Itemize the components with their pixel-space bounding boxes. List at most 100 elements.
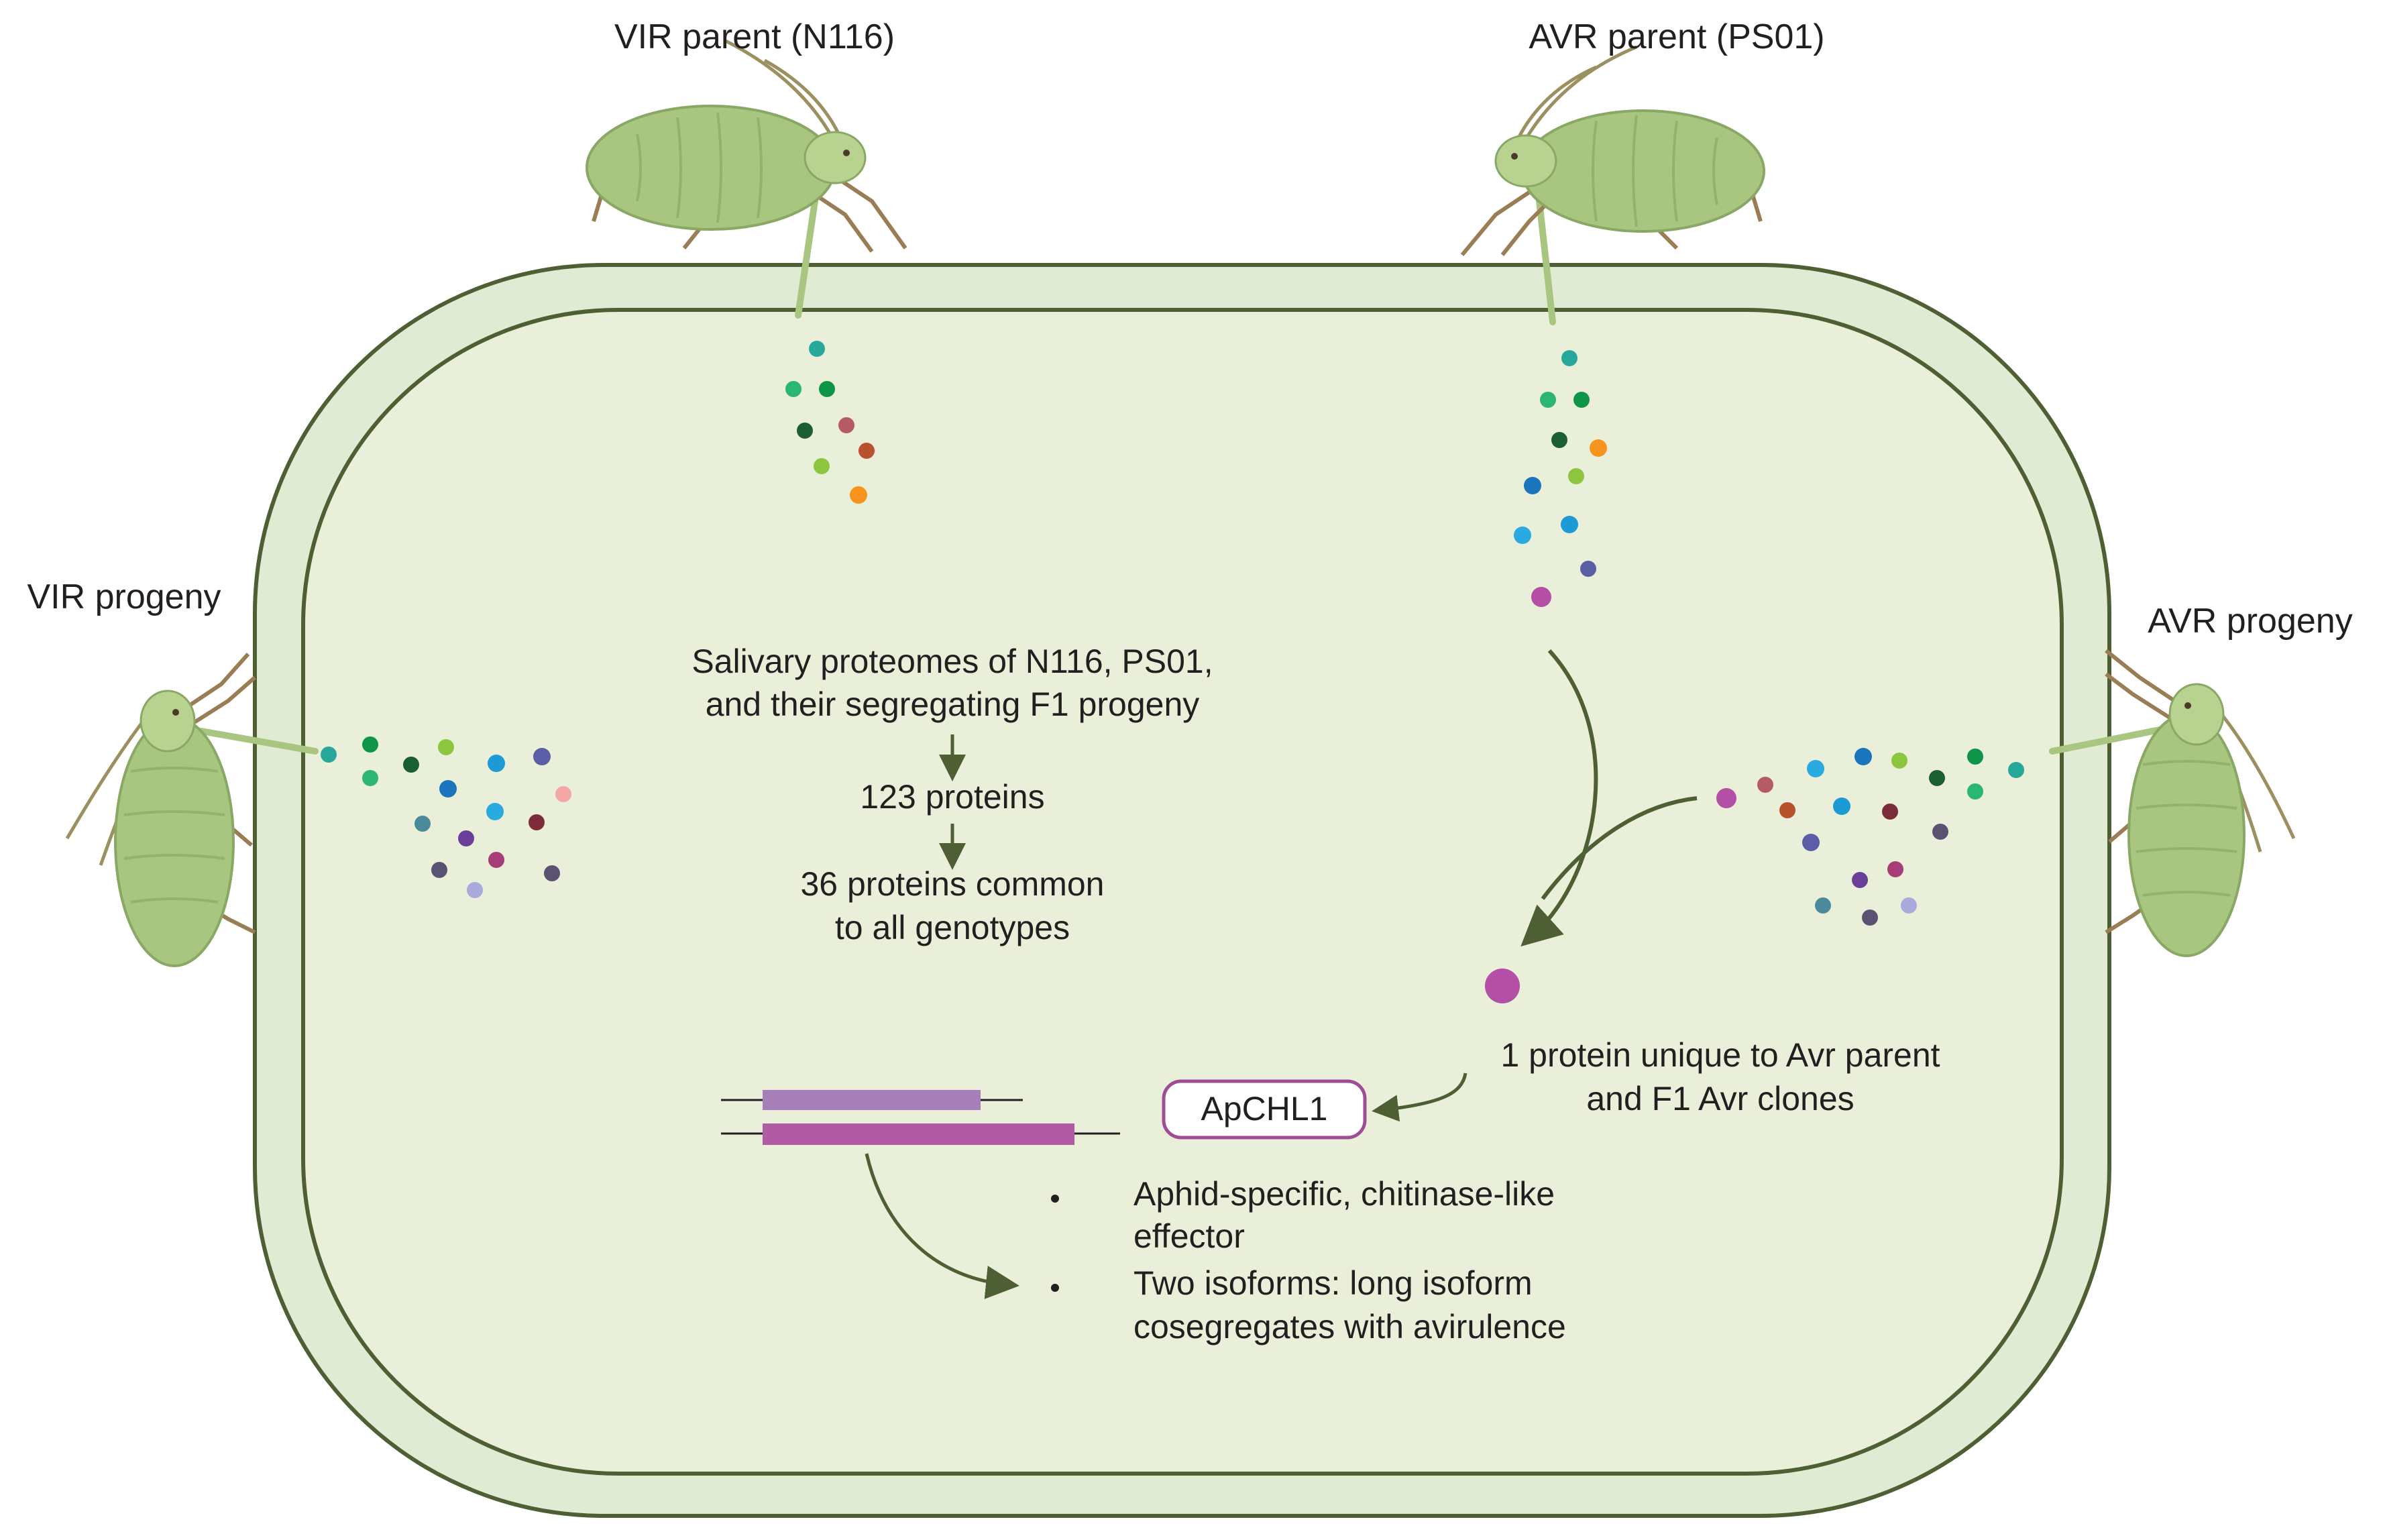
protein-dot: [1524, 477, 1541, 494]
arrow-avr-progeny-to-unique: [1541, 796, 1698, 900]
protein-dot: [438, 739, 454, 755]
vir-progeny-aphid: [65, 653, 319, 967]
vir-parent-eye: [843, 150, 850, 156]
avr-progeny-body: [2127, 713, 2246, 957]
protein-dot: [533, 748, 551, 765]
label-avr-progeny: AVR progeny: [2148, 602, 2352, 641]
leaf-inner-boundary: [301, 308, 2064, 1476]
vir-parent-stylet: [795, 198, 818, 319]
protein-dot: [1815, 897, 1831, 914]
avr-progeny-aphid: [2049, 649, 2296, 957]
avr-progeny-head: [2168, 683, 2225, 746]
protein-dot: [1779, 802, 1795, 818]
workflow-step1-line1: Salivary proteomes of N116, PS01,: [691, 643, 1213, 680]
avr-parent-head: [1494, 134, 1557, 188]
protein-dot-unique: [1716, 788, 1736, 808]
workflow-step3-line2: to all genotypes: [835, 909, 1070, 946]
avr-progeny-eye: [2184, 702, 2191, 709]
label-avr-parent: AVR parent (PS01): [1529, 17, 1824, 56]
protein-dot: [458, 830, 474, 846]
protein-dot: [1862, 910, 1878, 926]
protein-dot: [486, 803, 504, 820]
vir-progeny-body: [114, 716, 235, 967]
arrow-avr-parent-to-unique: [1520, 649, 1598, 947]
avr-parent-antenna: [1517, 45, 1637, 152]
protein-dot: [819, 381, 835, 397]
protein-dot: [1929, 770, 1945, 786]
protein-dot: [1891, 753, 1907, 769]
protein-dot: [1932, 824, 1948, 840]
protein-dot: [1833, 798, 1850, 815]
isoform-short: [763, 1090, 981, 1110]
protein-dot: [1561, 350, 1577, 366]
protein-dot: [809, 341, 825, 357]
protein-dot: [797, 423, 813, 439]
vir-progeny-head: [140, 690, 196, 753]
workflow-step3-line1: 36 proteins common: [800, 865, 1104, 903]
protein-dot: [414, 816, 431, 832]
avr-progeny-leg: [2105, 672, 2171, 720]
unique-protein-dot: [1485, 969, 1520, 1003]
workflow-step1-line2: and their segregating F1 progeny: [706, 685, 1200, 723]
protein-dot: [544, 865, 560, 881]
protein-dot: [1573, 392, 1590, 408]
protein-dot: [439, 780, 457, 798]
vir-progeny-saliva-proteins: [321, 736, 571, 898]
protein-dot: [1967, 783, 1983, 800]
protein-dot: [1540, 392, 1556, 408]
protein-dot: [1807, 760, 1824, 777]
protein-dot: [814, 458, 830, 474]
protein-dot: [1590, 439, 1607, 457]
label-vir-progeny: VIR progeny: [27, 578, 221, 616]
protein-dot: [2008, 762, 2024, 778]
protein-dot: [1580, 561, 1596, 577]
vir-parent-body: [586, 105, 836, 231]
protein-dot: [1901, 897, 1917, 914]
bullet-dot: [1051, 1284, 1059, 1292]
avr-parent-stylet: [1536, 198, 1556, 325]
protein-dot: [1561, 516, 1578, 533]
protein-dot: [403, 757, 419, 773]
avr-progeny-leg: [2105, 649, 2181, 706]
protein-dot: [488, 852, 504, 868]
avr-parent-leg: [1460, 186, 1537, 256]
bullet1-line2: effector: [1133, 1217, 1245, 1255]
gene-isoforms: [721, 1090, 1120, 1145]
protein-dot: [1514, 527, 1531, 544]
vir-parent-saliva-proteins: [785, 341, 875, 504]
protein-dot: [555, 786, 571, 802]
workflow-step2: 123 proteins: [860, 778, 1044, 816]
vir-progeny-leg: [190, 675, 256, 726]
protein-dot: [467, 882, 483, 898]
vir-progeny-stylet: [198, 728, 319, 755]
protein-dot-unique: [1531, 587, 1551, 607]
bullet2-line2: cosegregates with avirulence: [1133, 1308, 1566, 1345]
avr-parent-saliva-proteins: [1514, 350, 1607, 607]
vir-progeny-eye: [172, 709, 179, 716]
vir-parent-leg: [830, 172, 907, 250]
protein-dot: [362, 736, 378, 753]
avr-parent-body: [1521, 109, 1765, 233]
protein-dot: [850, 486, 867, 504]
protein-dot: [362, 770, 378, 786]
protein-dot: [859, 443, 875, 459]
protein-dot: [529, 814, 545, 830]
protein-dot: [1852, 872, 1868, 888]
bullet-dot: [1051, 1195, 1059, 1203]
gene-name-box: [1162, 1079, 1367, 1140]
protein-dot: [1967, 749, 1983, 765]
protein-dot: [1854, 748, 1872, 765]
avr-parent-eye: [1511, 153, 1518, 160]
bullet1-line1: Aphid-specific, chitinase-like: [1133, 1175, 1555, 1213]
protein-dot: [1568, 468, 1584, 484]
isoform-long: [763, 1123, 1074, 1145]
protein-dot: [431, 862, 447, 878]
protein-dot: [838, 417, 854, 433]
bullet2-line1: Two isoforms: long isoform: [1133, 1264, 1533, 1302]
unique-protein-line2: and F1 Avr clones: [1586, 1080, 1854, 1117]
avr-parent-aphid: [1460, 45, 1765, 325]
protein-dot: [1551, 432, 1567, 448]
vir-parent-head: [804, 131, 867, 184]
arrow-unique-to-gene: [1372, 1072, 1468, 1122]
